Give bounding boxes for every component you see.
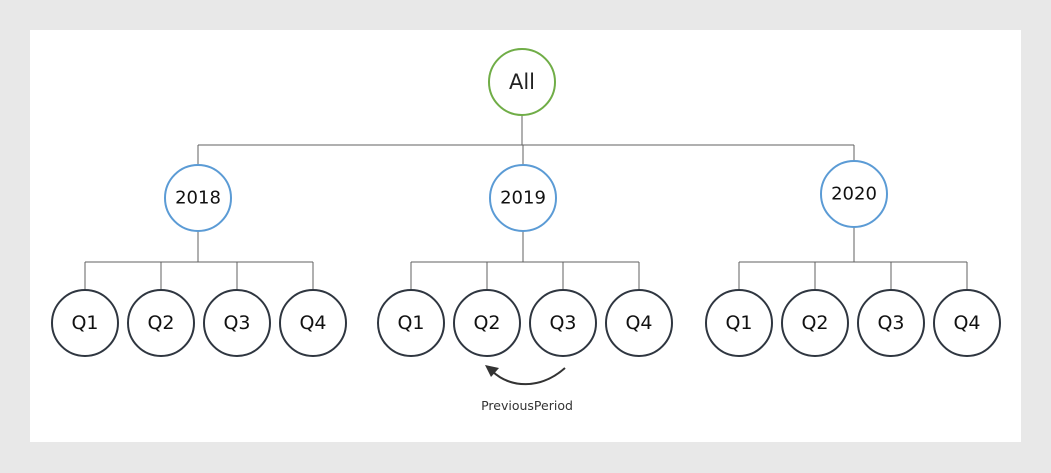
quarter-node-2018-Q1-label: Q1 [71,312,98,334]
quarter-node-2020-Q4-label: Q4 [953,312,980,334]
year-node-2020: 2020 [820,160,888,228]
quarter-node-2018-Q3-circle [203,289,271,357]
quarter-node-2019-Q2-circle [453,289,521,357]
quarter-node-2020-Q1-label: Q1 [725,312,752,334]
year-node-2018: 2018 [164,164,232,232]
quarter-node-2018-Q2-label: Q2 [147,312,174,334]
quarter-node-2018-Q2-circle [127,289,195,357]
year-node-2018-circle [164,164,232,232]
quarter-node-2018-Q2: Q2 [127,289,195,357]
quarter-node-2019-Q3-label: Q3 [549,312,576,334]
year-node-2018-label: 2018 [175,188,221,209]
year-node-2019-label: 2019 [500,188,546,209]
quarter-node-2019-Q3-circle [529,289,597,357]
year-node-2019: 2019 [489,164,557,232]
quarter-node-2020-Q1: Q1 [705,289,773,357]
quarter-node-2018-Q1-circle [51,289,119,357]
year-node-2020-circle [820,160,888,228]
quarter-node-2018-Q4-circle [279,289,347,357]
quarter-node-2019-Q1-label: Q1 [397,312,424,334]
quarter-node-2018-Q4: Q4 [279,289,347,357]
quarter-node-2019-Q4: Q4 [605,289,673,357]
quarter-node-2019-Q3: Q3 [529,289,597,357]
year-node-2019-circle [489,164,557,232]
previous-period-arrow [491,367,566,386]
quarter-node-2020-Q2: Q2 [781,289,849,357]
annotation-label: PreviousPeriod [481,398,573,413]
root-node-label: All [509,70,535,94]
arrow-head-icon [485,365,499,377]
quarter-node-2019-Q1-circle [377,289,445,357]
quarter-node-2019-Q2-label: Q2 [473,312,500,334]
quarter-node-2020-Q4: Q4 [933,289,1001,357]
root-node-circle [488,48,556,116]
quarter-node-2019-Q4-circle [605,289,673,357]
quarter-node-2019-Q2: Q2 [453,289,521,357]
quarter-node-2018-Q1: Q1 [51,289,119,357]
quarter-node-2020-Q3: Q3 [857,289,925,357]
root-node: All [488,48,556,116]
quarter-node-2020-Q1-circle [705,289,773,357]
quarter-node-2020-Q2-circle [781,289,849,357]
quarter-node-2020-Q4-circle [933,289,1001,357]
connector-lines [84,115,968,290]
quarter-node-2019-Q4-label: Q4 [625,312,652,334]
quarter-node-2018-Q4-label: Q4 [299,312,326,334]
previous-period-annotation: PreviousPeriod [481,365,573,413]
quarter-node-2020-Q3-label: Q3 [877,312,904,334]
quarter-node-2020-Q3-circle [857,289,925,357]
quarter-node-2020-Q2-label: Q2 [801,312,828,334]
quarter-node-2018-Q3: Q3 [203,289,271,357]
year-node-2020-label: 2020 [831,184,877,205]
quarter-node-2019-Q1: Q1 [377,289,445,357]
quarter-node-2018-Q3-label: Q3 [223,312,250,334]
